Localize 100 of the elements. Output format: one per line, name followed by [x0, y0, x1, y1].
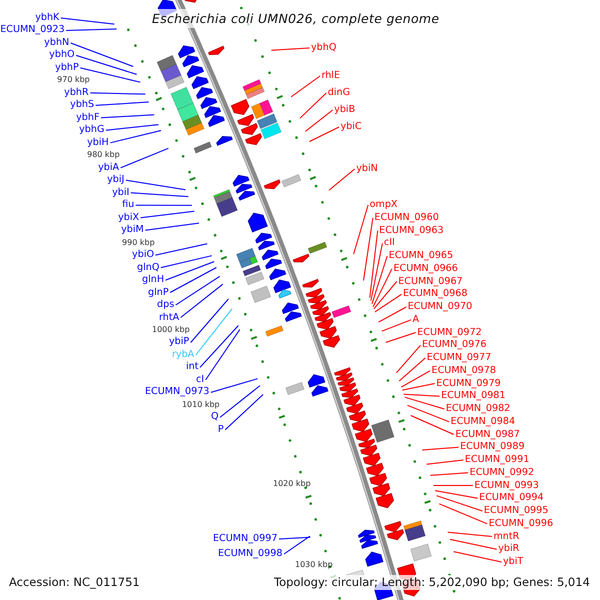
gene-label: ybiI — [112, 186, 130, 199]
gene-label: ECUMN_0968 — [402, 288, 468, 300]
leader-line — [433, 485, 474, 486]
gene-label: glnH — [142, 274, 164, 286]
leader-line — [66, 28, 117, 31]
leader-line — [105, 124, 159, 131]
leader-line — [309, 126, 340, 142]
leader-line — [155, 243, 208, 256]
leader-line — [140, 210, 195, 218]
gene-label: ECUMN_0981 — [441, 390, 506, 402]
gene-label: glnP — [148, 286, 169, 299]
leader-line — [385, 332, 416, 343]
gene-label: ECUMN_0996 — [488, 518, 554, 530]
scale-label: 990 kbp — [122, 238, 155, 248]
leader-line — [90, 92, 146, 95]
leader-line — [165, 261, 215, 281]
leader-line — [160, 255, 212, 268]
leader-line — [290, 76, 320, 98]
leader-line — [403, 394, 440, 397]
leader-line — [125, 180, 186, 190]
leader-line — [453, 551, 502, 562]
leader-line — [135, 204, 192, 206]
gene-label: ybhO — [49, 49, 75, 62]
leader-line — [373, 281, 398, 310]
gene-label: int — [186, 361, 198, 374]
gene-label: ECUMN_0991 — [464, 454, 530, 466]
leader-line — [190, 298, 229, 343]
gene-label: mntR — [493, 530, 520, 542]
scale-label: 1030 kbp — [295, 560, 333, 570]
leader-line — [422, 446, 460, 450]
leader-line — [434, 490, 478, 499]
leader-line — [175, 276, 220, 306]
gene-label: ECUMN_0979 — [436, 378, 501, 390]
gene-label: ybhK — [35, 12, 60, 24]
gene-label: ECUMN_0992 — [470, 466, 534, 479]
scale-label: 1000 kbp — [152, 325, 190, 335]
gene-label: cII — [384, 237, 395, 250]
leader-line — [80, 67, 141, 83]
leader-line — [402, 383, 436, 391]
leader-line — [328, 168, 356, 191]
gene-label: A — [412, 314, 420, 326]
gene-label: ECUMN_0997 — [213, 533, 278, 545]
gene-label: ybiH — [87, 136, 109, 149]
gene-label: ybiO — [132, 249, 154, 262]
gene-label: ECUMN_0923 — [0, 24, 65, 36]
leader-line — [410, 415, 454, 435]
gene-label: ECUMN_0972 — [417, 326, 482, 338]
gene-label: ybhP — [55, 62, 79, 74]
gene-label: ybiT — [502, 556, 524, 568]
leader-line — [220, 385, 260, 418]
gene-label: ybhR — [64, 86, 89, 99]
gene-label: dps — [157, 299, 174, 312]
gene-label: ybiC — [340, 121, 362, 133]
leader-line — [76, 54, 138, 75]
gene-label: glnQ — [137, 262, 160, 274]
leader-line — [353, 204, 369, 255]
leader-line — [396, 344, 421, 374]
gene-label: ECUMN_0965 — [388, 250, 454, 262]
leader-line — [200, 325, 239, 368]
gene-label: ECUMN_0973 — [144, 386, 210, 398]
leader-line — [170, 267, 217, 293]
scale-label: 1020 kbp — [273, 479, 311, 489]
gene-label: ybhF — [76, 112, 100, 124]
gene-label: P — [218, 424, 224, 436]
leader-line — [374, 294, 402, 312]
gene-label: ECUMN_0984 — [450, 416, 516, 428]
accession-text: Accession: NC_011751 — [7, 574, 142, 590]
scale-label: 980 kbp — [87, 150, 120, 160]
gene-label: ybiP — [168, 336, 190, 348]
gene-label: rybA — [172, 348, 194, 361]
leader-line — [450, 538, 498, 550]
gene-label: ybiA — [98, 162, 120, 174]
leader-line — [372, 268, 392, 308]
gene-label: ybiM — [121, 224, 144, 236]
gene-label: ECUMN_0995 — [484, 505, 548, 517]
gene-label: ECUMN_0982 — [446, 403, 510, 415]
gene-label: ybhQ — [311, 42, 336, 54]
leader-line — [436, 495, 483, 512]
gene-label: ybhS — [70, 99, 94, 112]
leader-line — [400, 370, 430, 388]
leader-line — [284, 536, 310, 554]
leader-line — [304, 110, 334, 132]
gene-label: ybhG — [79, 124, 104, 136]
leader-line — [369, 230, 378, 298]
leader-line — [110, 130, 162, 144]
gene-label: ybhN — [44, 36, 70, 49]
gene-label: ECUMN_0960 — [374, 212, 439, 224]
gene-label: ybiJ — [107, 174, 124, 186]
gene-label: rhlE — [321, 70, 340, 82]
leader-line — [224, 394, 264, 430]
gene-label: ECUMN_0987 — [455, 428, 520, 440]
gene-label: ECUMN_0963 — [379, 224, 444, 236]
gene-label: ECUMN_0970 — [408, 301, 472, 313]
leader-line — [363, 217, 374, 281]
leader-line — [426, 460, 464, 465]
gene-label: ECUMN_0998 — [218, 548, 282, 560]
gene-label: ybiB — [334, 104, 356, 116]
leader-line — [95, 102, 150, 106]
gene-label: ybiR — [498, 543, 520, 556]
leader-line — [370, 242, 383, 302]
